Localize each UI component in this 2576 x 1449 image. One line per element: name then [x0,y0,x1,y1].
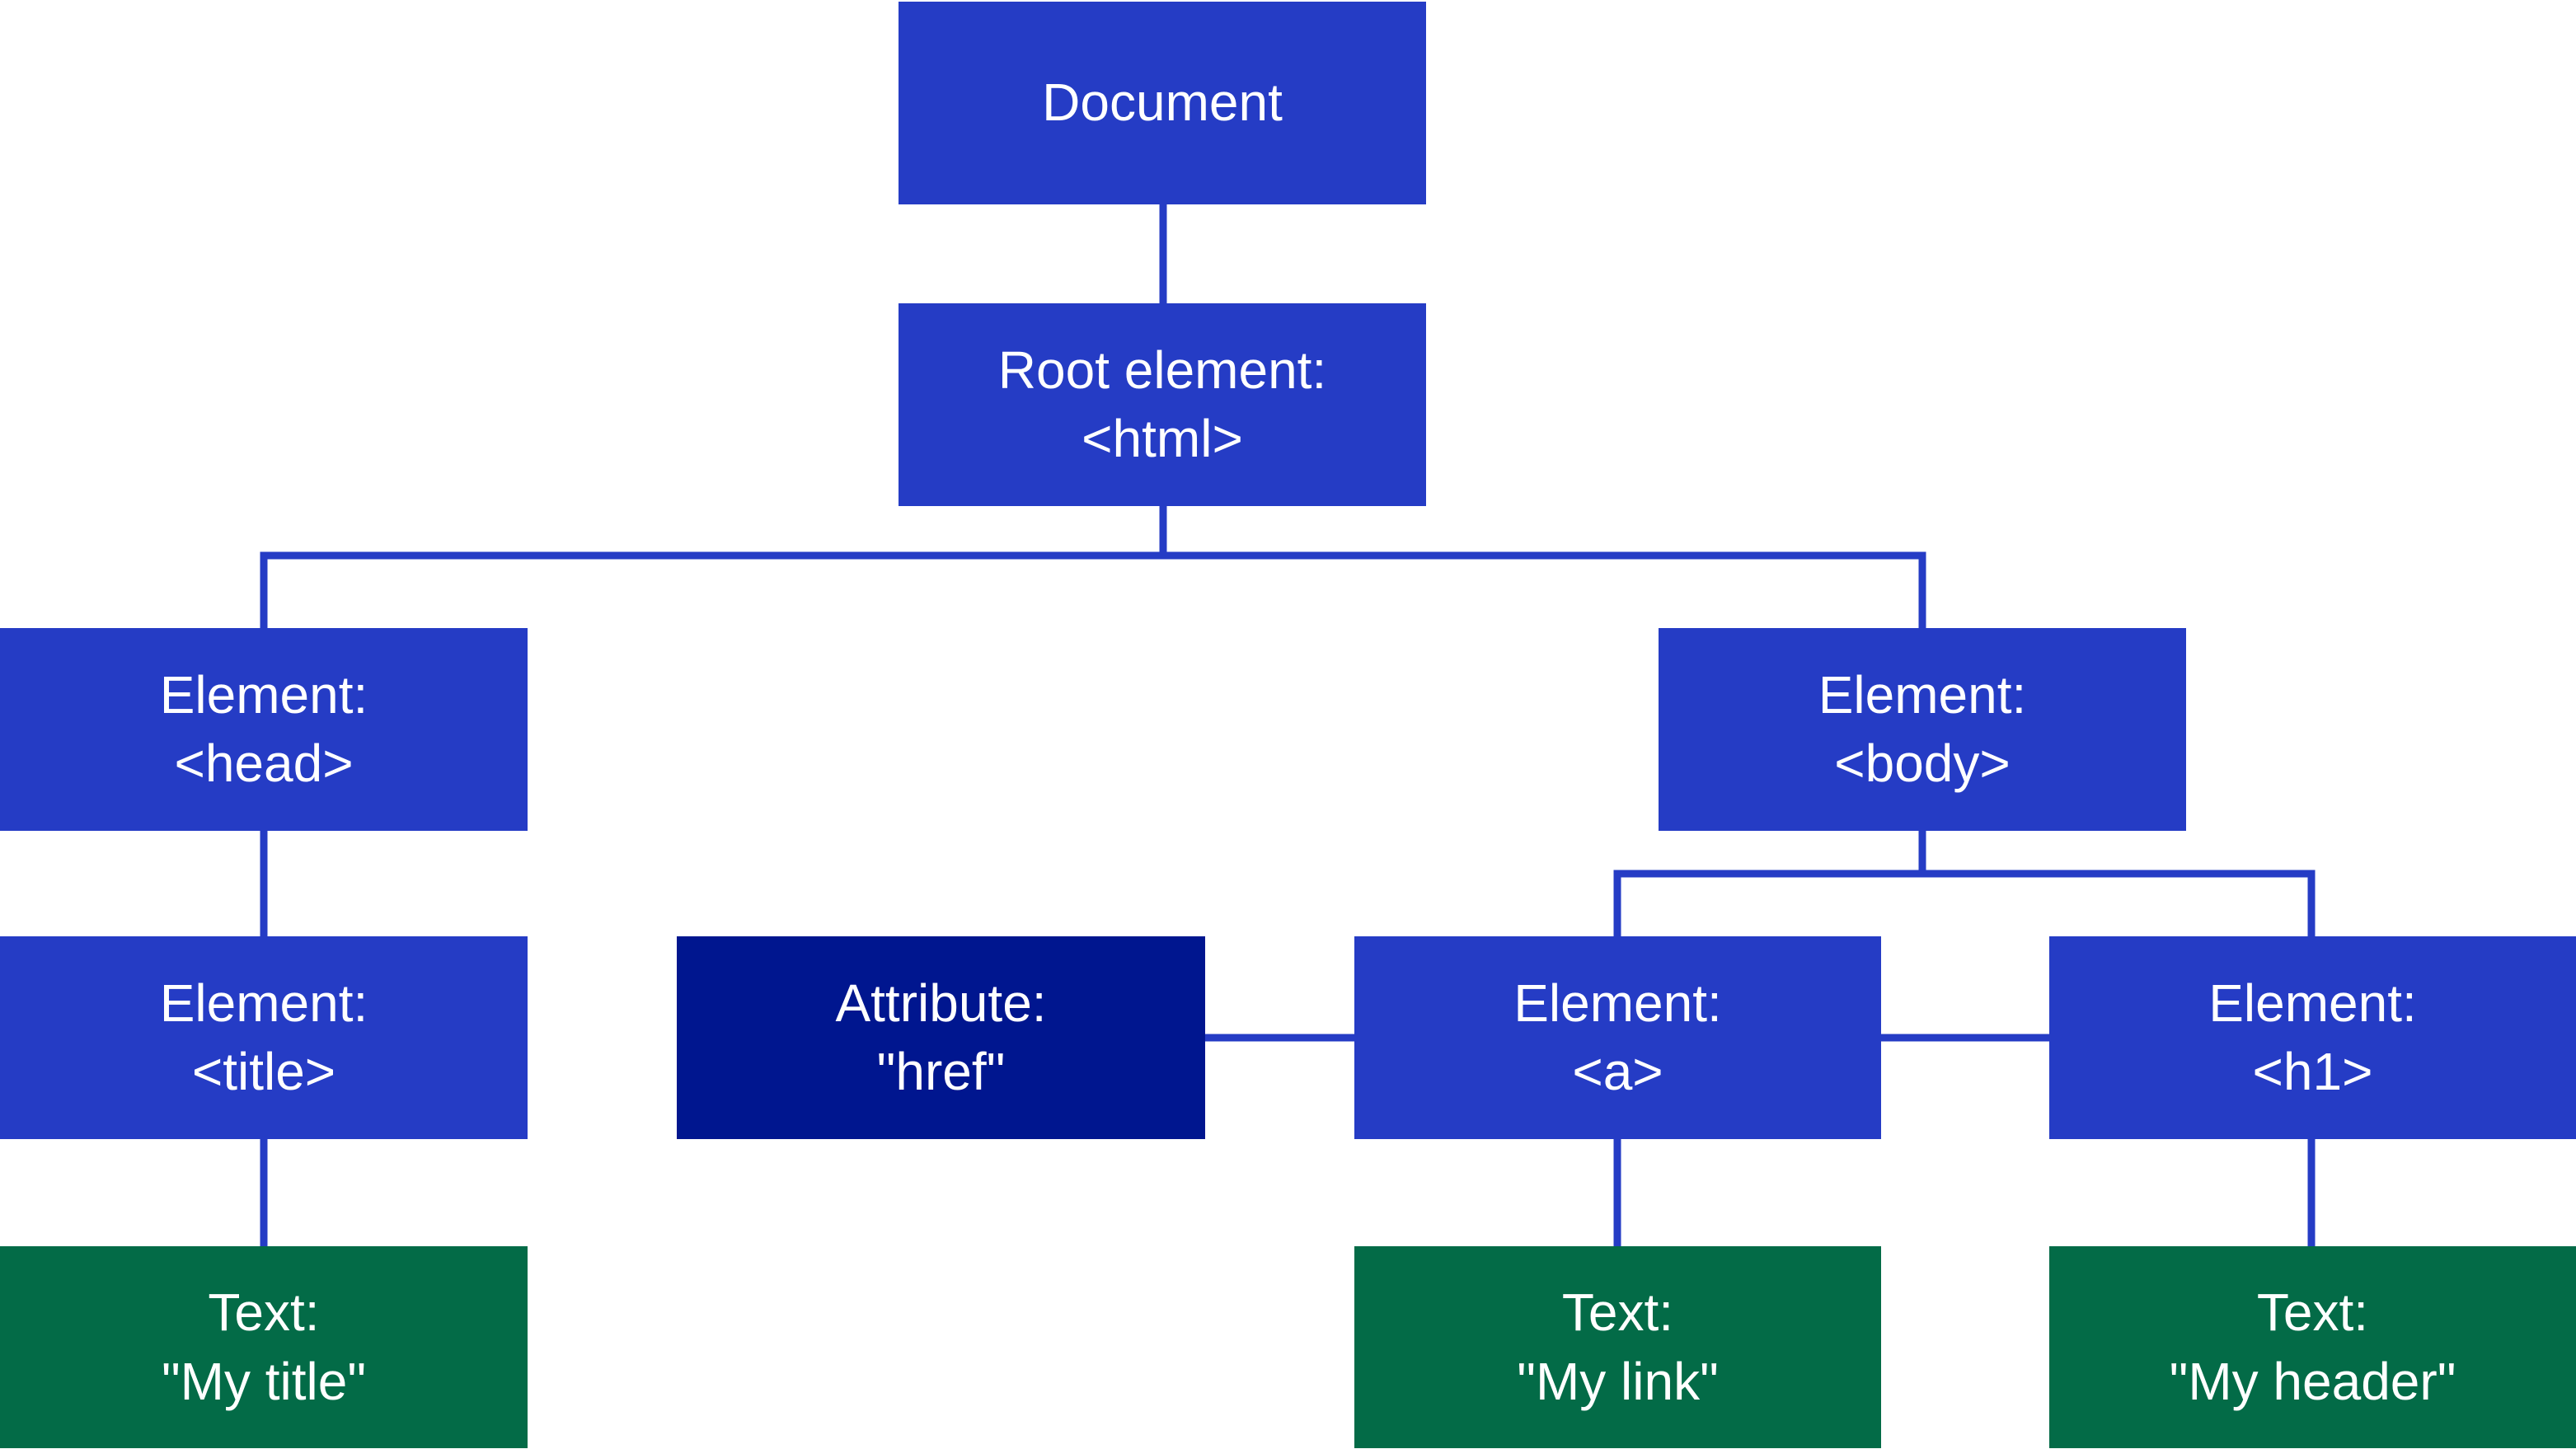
node-href-attribute: Attribute: "href" [677,936,1205,1139]
edge-body-a [1613,827,1926,940]
node-title-label: Element: [159,973,368,1033]
node-h1-tag: <h1> [2252,1042,2373,1101]
node-head-tag: <head> [174,734,354,793]
node-document: Document [899,2,1426,204]
edge-html-body [1159,551,1926,632]
node-text-title-label: Text: [208,1283,320,1343]
node-text-title-value: "My title" [161,1351,367,1411]
node-body-element: Element: <body> [1659,628,2186,831]
node-text-my-header: Text: "My header" [2049,1246,2576,1448]
node-a-element: Element: <a> [1354,936,1881,1139]
node-text-header-label: Text: [2256,1283,2369,1343]
node-text-link-label: Text: [1561,1283,1674,1343]
node-text-link-value: "My link" [1517,1351,1719,1411]
node-title-tag: <title> [191,1042,336,1101]
edge-html-head [260,502,1167,632]
node-h1-label: Element: [2208,973,2417,1033]
node-a-tag: <a> [1572,1042,1663,1101]
node-text-header-value: "My header" [2169,1351,2456,1411]
node-head-label: Element: [159,664,368,724]
node-href-value: "href" [876,1042,1006,1101]
node-html-tag: <html> [1082,409,1243,468]
node-document-label: Document [1042,73,1283,133]
node-h1-element: Element: <h1> [2049,936,2576,1139]
node-a-label: Element: [1513,973,1722,1033]
node-text-my-title: Text: "My title" [0,1246,528,1448]
node-html-label: Root element: [997,340,1327,400]
node-html-root-element: Root element: <html> [899,303,1426,506]
edge-body-h1 [1918,870,2316,940]
node-text-my-link: Text: "My link" [1354,1246,1881,1448]
node-body-label: Element: [1818,664,2027,724]
node-href-label: Attribute: [835,973,1047,1033]
node-title-element: Element: <title> [0,936,528,1139]
node-head-element: Element: <head> [0,628,528,831]
node-body-tag: <body> [1834,734,2011,793]
